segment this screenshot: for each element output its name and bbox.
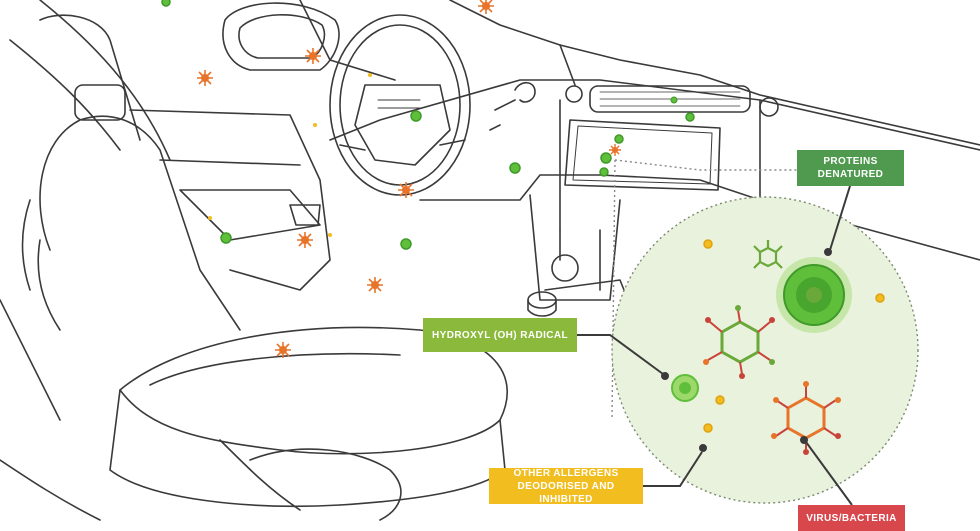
hydroxyl-label-text: HYDROXYL (OH) RADICAL xyxy=(432,329,568,341)
orange-spiky-allergen-icon xyxy=(197,0,621,358)
small-virus-icon xyxy=(753,240,783,269)
zoom-connector xyxy=(611,159,900,421)
proteins-denatured-label: PROTEINS DENATURED xyxy=(797,150,904,186)
green-dot-particles xyxy=(161,0,695,250)
allergens-label-line2: DEODORISED AND INHIBITED xyxy=(517,480,615,505)
virus-bacteria-label: VIRUS/BACTERIA xyxy=(798,505,905,531)
virus-icon xyxy=(771,381,841,455)
small-yellow-particles xyxy=(208,73,372,237)
virus-label-text: VIRUS/BACTERIA xyxy=(806,512,897,524)
zoom-circle xyxy=(611,196,919,504)
proteins-label-line2: DENATURED xyxy=(817,169,884,180)
hydroxyl-radical-icon xyxy=(671,374,699,402)
allergens-label-line1: OTHER ALLERGENS xyxy=(513,467,619,479)
denatured-protein-icon xyxy=(776,257,852,333)
green-virus-icon xyxy=(703,305,775,379)
other-allergens-label: OTHER ALLERGENS DEODORISED AND INHIBITED xyxy=(489,467,643,505)
yellow-allergen-particles xyxy=(703,239,885,433)
hydroxyl-radical-label: HYDROXYL (OH) RADICAL xyxy=(423,318,577,352)
proteins-label-line1: PROTEINS xyxy=(823,156,878,167)
label-leader-lines xyxy=(577,185,853,506)
